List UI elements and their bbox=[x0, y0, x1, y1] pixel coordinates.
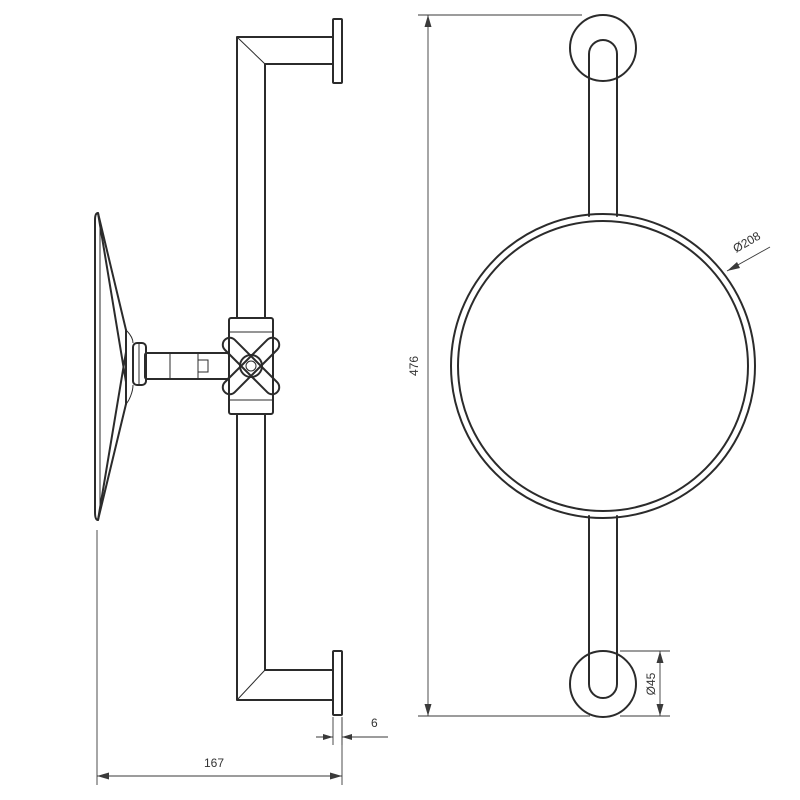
dimension-mirror-diameter: Ø208 bbox=[726, 229, 771, 272]
vertical-bar-bottom bbox=[588, 515, 618, 699]
top-wall-rosette bbox=[332, 18, 343, 84]
rosette-thickness-label: 6 bbox=[371, 716, 378, 730]
bottom-rosette-front bbox=[569, 650, 637, 718]
mirror-frame bbox=[450, 213, 756, 519]
dimension-rosette-diameter: Ø45 bbox=[620, 650, 670, 717]
dimension-rosette-thickness: 6 bbox=[316, 716, 388, 745]
mirror-side-profile bbox=[94, 212, 134, 521]
mirror-glass bbox=[457, 220, 749, 512]
dimension-projection-depth: 167 bbox=[96, 530, 343, 785]
swivel-arm bbox=[144, 352, 230, 380]
cross-handle-knob[interactable] bbox=[220, 335, 282, 397]
side-view bbox=[94, 18, 343, 716]
vertical-bar-top bbox=[588, 39, 618, 217]
dimension-lines: 476 Ø208 Ø45 167 bbox=[96, 14, 771, 785]
mirror-diameter-label: Ø208 bbox=[731, 229, 764, 256]
bottom-wall-rosette bbox=[332, 650, 343, 716]
vertical-bar bbox=[236, 36, 334, 701]
top-rosette-front bbox=[569, 14, 637, 82]
front-view bbox=[450, 14, 756, 718]
height-label: 476 bbox=[407, 356, 421, 376]
dimension-overall-height: 476 bbox=[407, 14, 590, 717]
rosette-diameter-label: Ø45 bbox=[644, 672, 658, 695]
projection-depth-label: 167 bbox=[204, 756, 224, 770]
